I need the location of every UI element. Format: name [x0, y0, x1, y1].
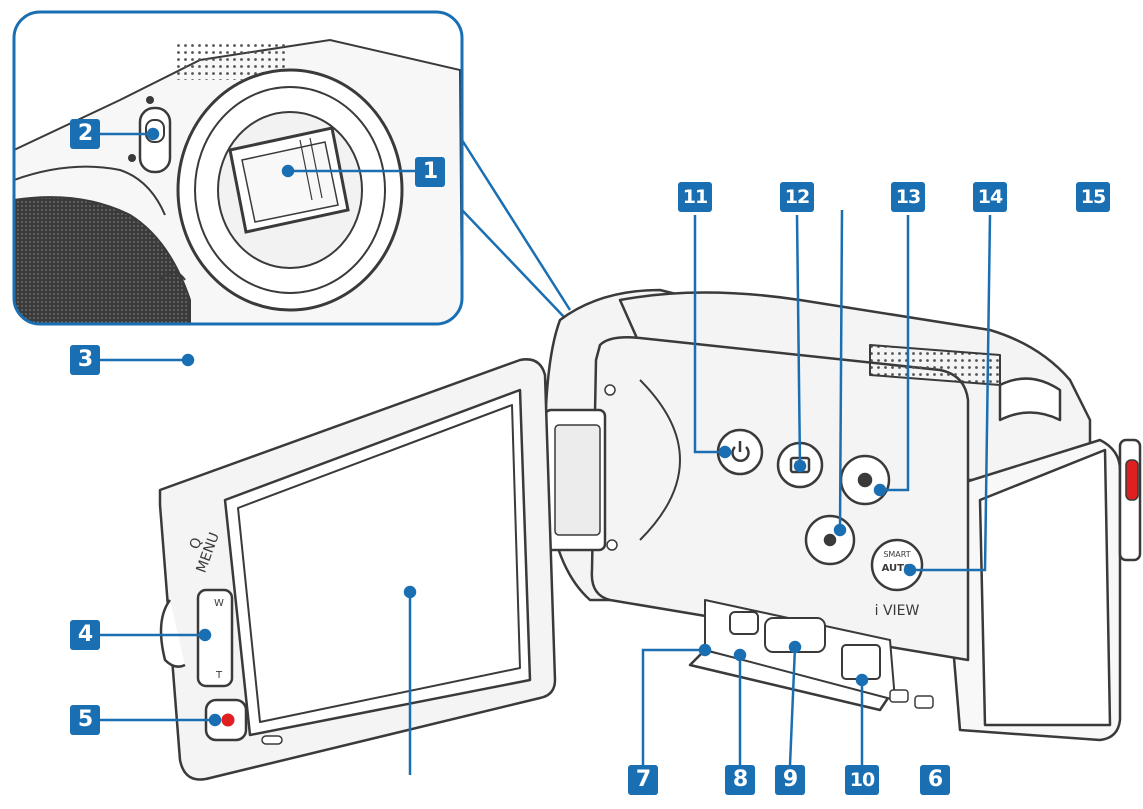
callout-5: 5	[70, 705, 100, 735]
menu-q-label: Q	[187, 536, 206, 552]
callout-13: 13	[891, 182, 925, 212]
lcd-panel	[158, 358, 557, 781]
callout-8: 8	[725, 765, 755, 795]
callout-4: 4	[70, 620, 100, 650]
callout-11: 11	[678, 182, 712, 212]
power-icon	[731, 446, 750, 462]
anti-shake-icon	[857, 472, 873, 488]
callout-9: 9	[775, 765, 805, 795]
callout-14: 14	[973, 182, 1007, 212]
camcorder-body	[543, 288, 1142, 742]
auto-label: AUTO	[882, 563, 913, 574]
callout-3: 3	[70, 345, 100, 375]
lens-inset	[12, 10, 572, 326]
button-icons	[731, 441, 873, 547]
view-label: i VIEW	[875, 603, 920, 619]
photo-icon	[823, 533, 837, 547]
callout-15: 15	[1076, 182, 1110, 212]
smart-label: SMART	[883, 550, 910, 559]
callout-2: 2	[70, 119, 100, 149]
callout-12: 12	[780, 182, 814, 212]
zoom-w-label: W	[214, 598, 224, 609]
leader-lines	[100, 127, 992, 775]
callout-6: 6	[920, 765, 950, 795]
zoom-t-label: T	[215, 670, 223, 681]
callout-7: 7	[628, 765, 658, 795]
callout-10: 10	[845, 765, 879, 795]
callout-1: 1	[415, 157, 445, 187]
